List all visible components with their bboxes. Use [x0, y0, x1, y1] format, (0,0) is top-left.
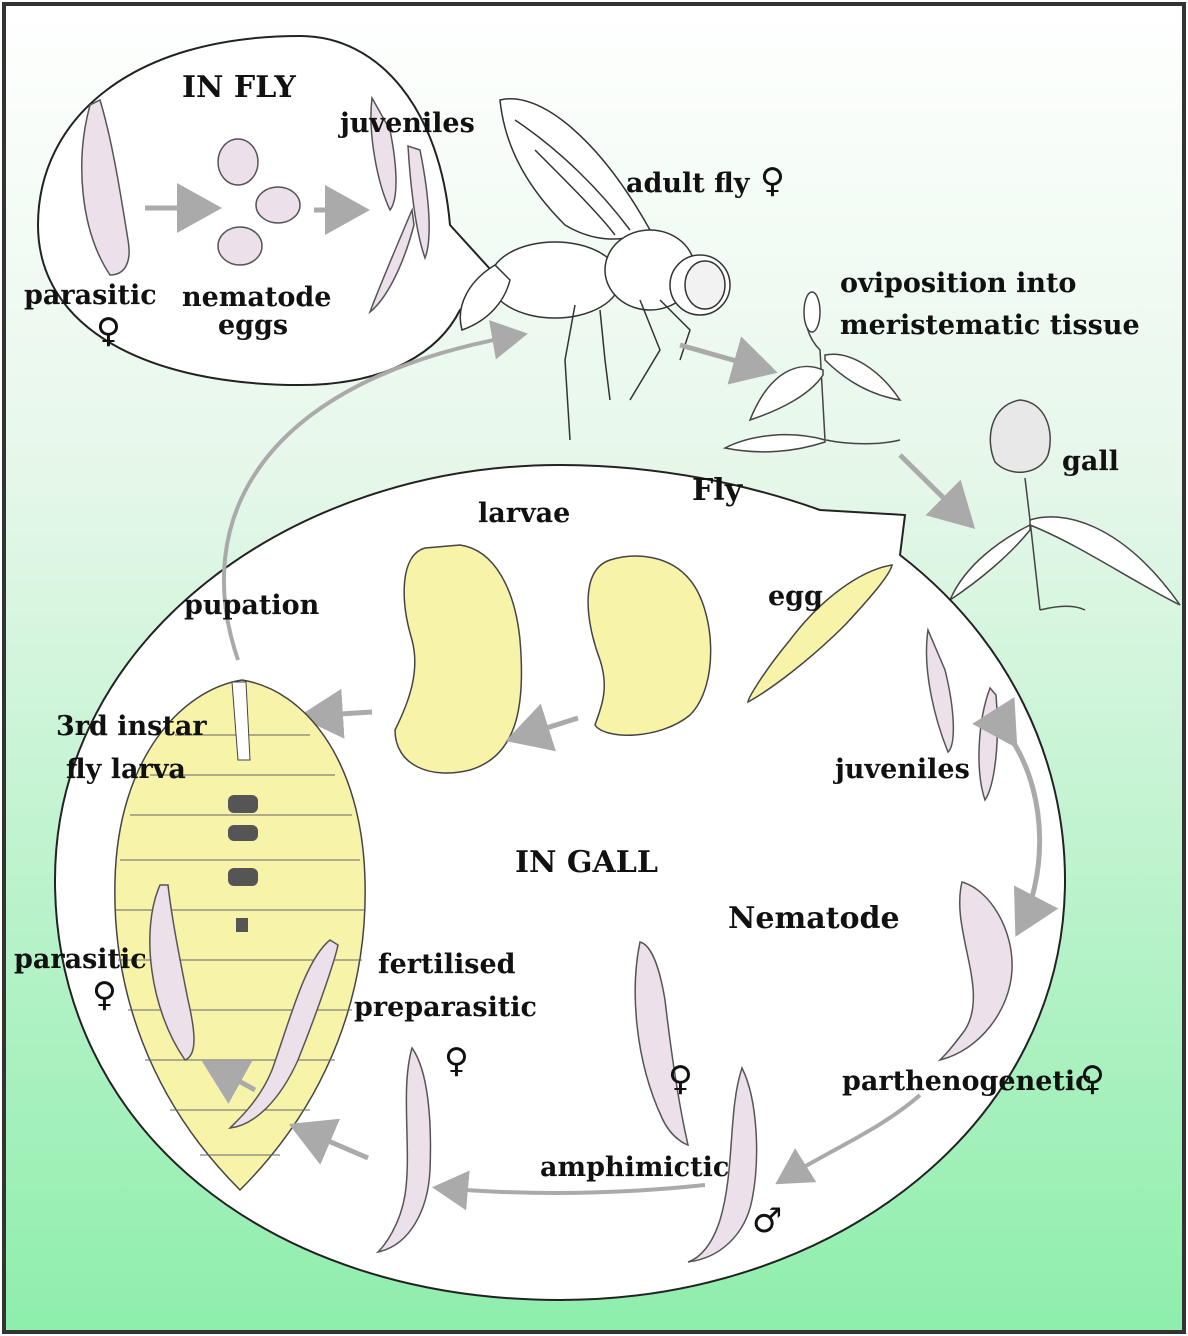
- female-symbol: ♀: [444, 1041, 469, 1081]
- label-nematode-eggs-2: eggs: [218, 310, 288, 341]
- label-gall: gall: [1062, 446, 1119, 477]
- label-3rd-instar-2: fly larva: [66, 754, 186, 785]
- label-parthenogenetic: parthenogenetic: [842, 1066, 1092, 1097]
- label-adult-fly: adult fly: [626, 168, 751, 199]
- label-parasitic-in-fly: parasitic: [24, 280, 157, 311]
- female-symbol: ♀: [1080, 1059, 1105, 1099]
- label-fertilised-2: preparasitic: [354, 992, 537, 1023]
- label-oviposition-1: oviposition into: [840, 268, 1076, 299]
- label-oviposition-2: meristematic tissue: [840, 310, 1140, 341]
- label-nematode-heading: Nematode: [728, 901, 900, 936]
- label-pupation: pupation: [184, 590, 320, 621]
- female-symbol: ♀: [760, 161, 785, 201]
- nematode-egg: [256, 187, 300, 223]
- in-fly-title: IN FLY: [182, 70, 296, 105]
- female-symbol: ♀: [96, 311, 121, 351]
- label-juveniles-in-fly: juveniles: [338, 108, 475, 139]
- female-symbol: ♀: [668, 1059, 693, 1099]
- fly-larva: [588, 556, 711, 735]
- nematode-egg: [218, 139, 258, 185]
- label-parasitic-in-gall: parasitic: [14, 944, 147, 975]
- label-fly-heading: Fly: [692, 473, 744, 508]
- label-juveniles-in-gall: juveniles: [833, 754, 970, 785]
- in-gall-title: IN GALL: [515, 845, 658, 880]
- male-symbol: ♂: [752, 1201, 782, 1241]
- nematode-egg: [218, 227, 262, 265]
- label-egg: egg: [768, 581, 823, 612]
- label-amphimictic: amphimictic: [540, 1152, 729, 1183]
- label-fertilised-1: fertilised: [378, 949, 516, 980]
- label-3rd-instar-1: 3rd instar: [56, 711, 207, 742]
- label-nematode-eggs-1: nematode: [182, 282, 331, 313]
- label-larvae: larvae: [478, 498, 570, 529]
- female-symbol: ♀: [92, 975, 117, 1015]
